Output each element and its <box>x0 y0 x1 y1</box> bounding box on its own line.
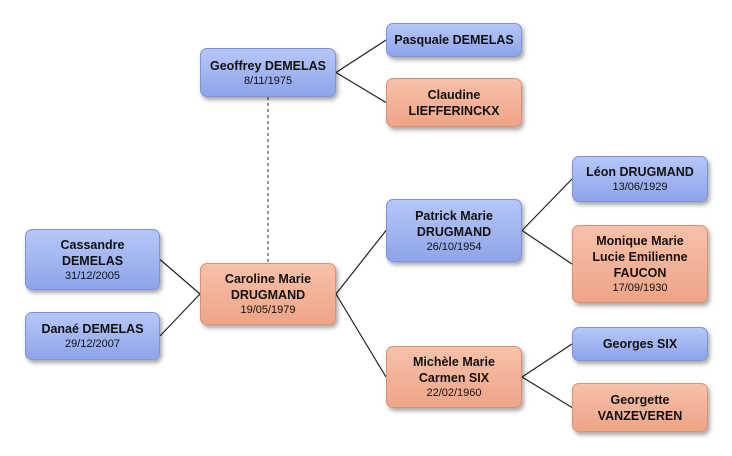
person-date: 26/10/1954 <box>426 240 482 253</box>
person-name: Danaé DEMELAS <box>41 322 144 336</box>
person-name: Caroline Marie <box>224 272 312 286</box>
link-cassandre-caroline <box>159 259 201 295</box>
link-caroline-michele <box>335 293 387 378</box>
person-date: 29/12/2007 <box>64 338 121 350</box>
person-name: Patrick Marie <box>415 208 493 223</box>
person-date: 19/05/1979 <box>240 304 296 316</box>
person-name: FAUCON <box>613 266 667 280</box>
person-date: 22/02/1960 <box>426 387 482 399</box>
link-danae-caroline <box>159 293 201 337</box>
person-name: VANZEVEREN <box>597 408 683 423</box>
person-name: Michèle Marie <box>413 355 495 369</box>
person-name: Georgette <box>610 392 670 407</box>
link-geoffrey-claudine <box>335 71 387 104</box>
person-name: Pasquale DEMELAS <box>394 33 514 47</box>
person-date: 13/06/1929 <box>612 181 668 193</box>
link-michele-georges <box>521 343 573 378</box>
person-date: 8/11/1975 <box>243 74 293 87</box>
person-date: 17/09/1930 <box>612 282 668 294</box>
person-name: Carmen SIX <box>418 371 490 385</box>
person-name: Cassandre <box>60 237 125 252</box>
link-geoffrey-pasquale <box>335 39 387 74</box>
person-name: Lucie Emilienne <box>592 250 688 264</box>
person-name: Monique Marie <box>596 234 684 248</box>
person-date: 31/12/2005 <box>64 269 121 282</box>
person-card-leon[interactable]: Léon DRUGMAND 13/06/1929 <box>572 156 708 202</box>
person-card-pasquale[interactable]: Pasquale DEMELAS <box>386 23 522 57</box>
person-card-danae[interactable]: Danaé DEMELAS 29/12/2007 <box>25 312 160 360</box>
link-michele-georgette <box>521 376 573 409</box>
person-name: DRUGMAND <box>416 224 492 239</box>
person-card-georges[interactable]: Georges SIX <box>572 327 708 361</box>
person-name: Léon DRUGMAND <box>586 165 694 179</box>
person-name: Georges SIX <box>602 337 678 351</box>
person-name: Claudine <box>427 87 481 102</box>
link-caroline-patrick <box>335 230 387 295</box>
person-name: Geoffrey DEMELAS <box>210 58 326 73</box>
person-name: DRUGMAND <box>230 288 306 302</box>
link-patrick-leon <box>521 178 573 231</box>
person-name: LIEFFERINCKX <box>408 103 500 118</box>
person-name: DEMELAS <box>61 253 124 268</box>
link-patrick-monique <box>521 230 573 265</box>
